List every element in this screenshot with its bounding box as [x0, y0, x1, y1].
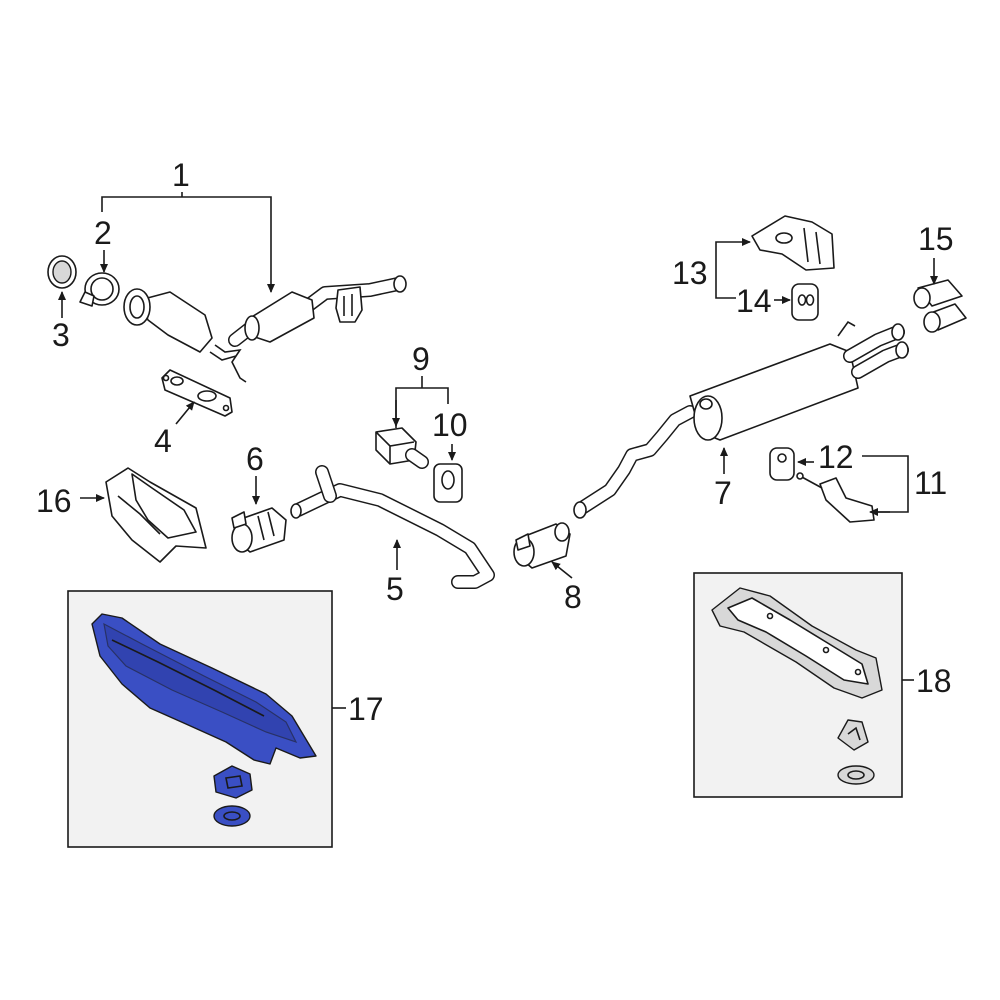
callout-13: 13 — [672, 255, 708, 291]
callout-2: 2 — [94, 215, 112, 251]
callout-18: 18 — [916, 663, 952, 699]
part-5-intermediate-pipe[interactable] — [290, 465, 495, 589]
callout-14: 14 — [736, 283, 772, 319]
part-9-hanger[interactable] — [375, 427, 429, 469]
part-7-rear-muffler[interactable] — [573, 320, 909, 519]
callout-17: 17 — [348, 691, 384, 727]
leader-lines — [58, 192, 938, 709]
callout-1: 1 — [172, 157, 190, 193]
callout-11: 11 — [914, 465, 947, 501]
callout-5: 5 — [386, 571, 404, 607]
part-11-bracket[interactable] — [796, 472, 875, 523]
part-12-hanger[interactable] — [769, 447, 795, 481]
part-10-insulator[interactable] — [433, 463, 463, 503]
part-6-clamp[interactable] — [231, 507, 287, 553]
part-1-front-pipe-converter[interactable] — [123, 275, 407, 383]
part-14-hanger[interactable] — [791, 283, 819, 321]
part-3-gasket[interactable] — [47, 255, 77, 289]
callout-9: 9 — [412, 341, 430, 377]
part-17-heat-shield-highlighted[interactable] — [91, 613, 317, 827]
part-13-hanger-bracket[interactable] — [751, 215, 835, 271]
callout-7: 7 — [714, 475, 732, 511]
callout-6: 6 — [246, 441, 264, 477]
callout-15: 15 — [918, 221, 954, 257]
callout-10: 10 — [432, 407, 468, 443]
part-18-heat-shield[interactable] — [711, 587, 883, 785]
callout-4: 4 — [154, 423, 172, 459]
part-4-flange-gasket[interactable] — [161, 369, 233, 417]
part-8-clamp[interactable] — [513, 522, 571, 569]
part-15-exhaust-tips[interactable] — [913, 279, 967, 333]
part-2-clamp[interactable] — [79, 272, 120, 307]
callout-3: 3 — [52, 317, 70, 353]
callout-12: 12 — [818, 439, 854, 475]
callout-8: 8 — [564, 579, 582, 615]
part-16-heat-shield[interactable] — [105, 467, 207, 563]
callout-16: 16 — [36, 483, 72, 519]
